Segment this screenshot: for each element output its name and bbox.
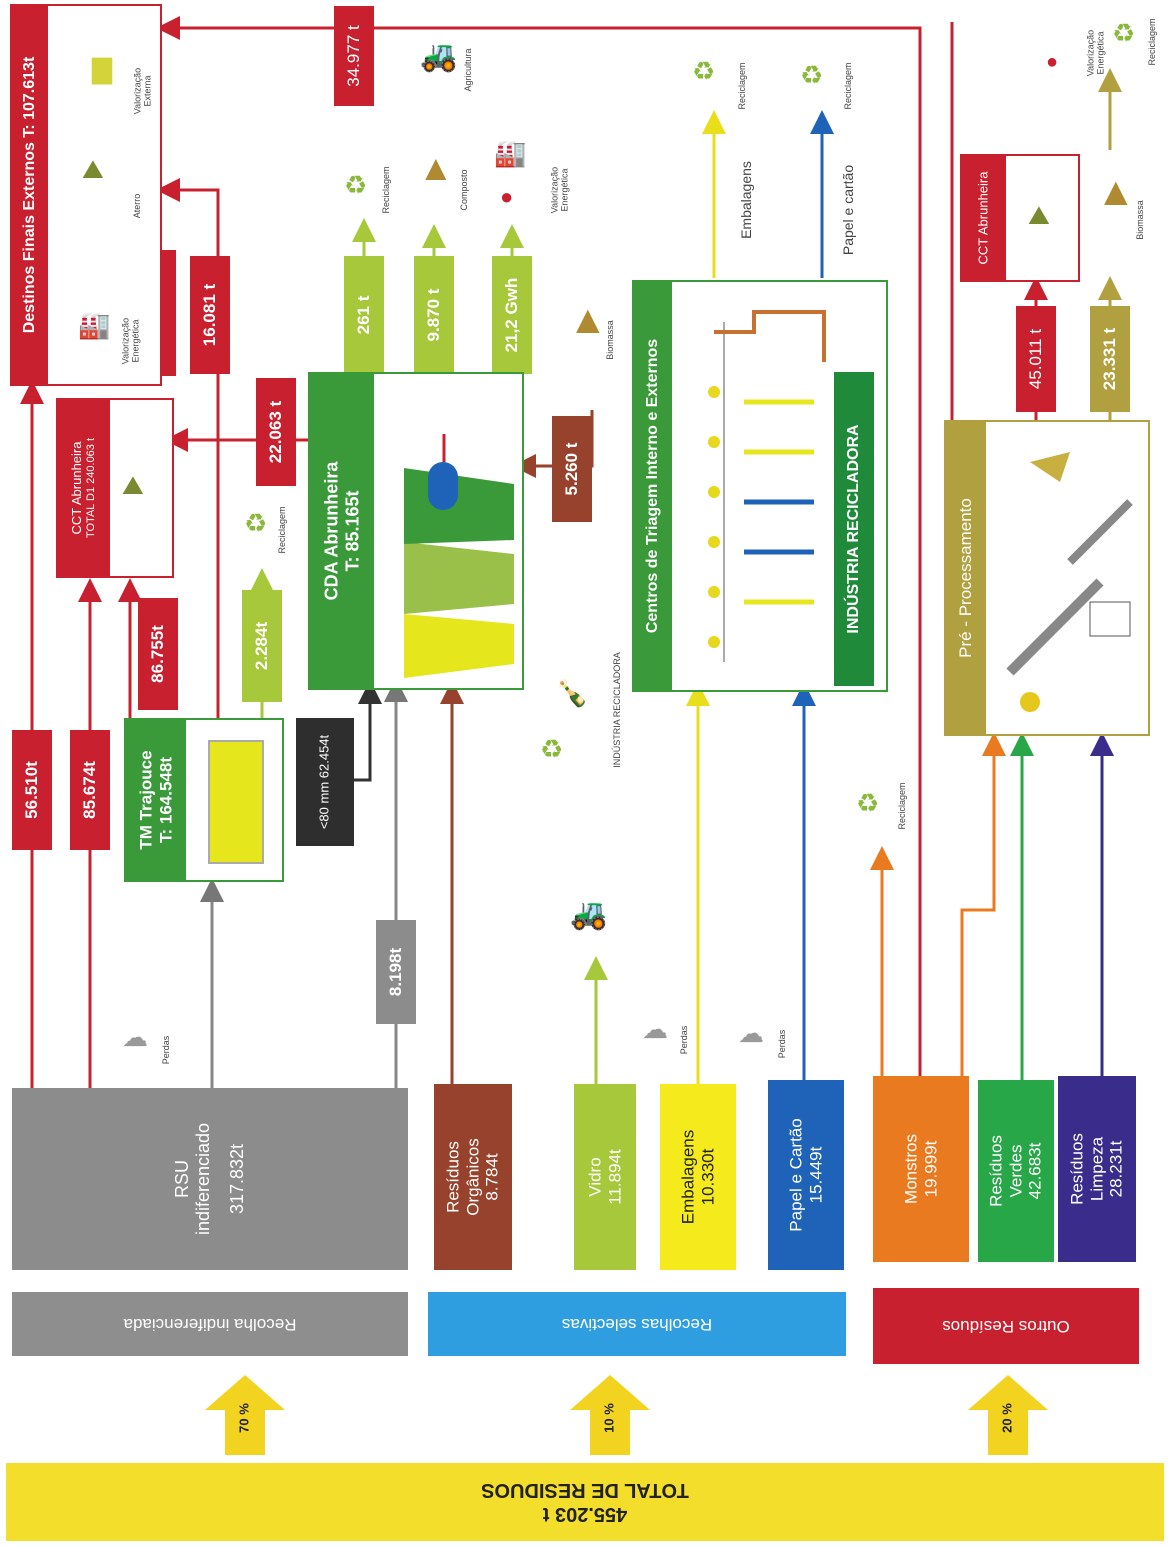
energy-badge-icon: ● [1046, 51, 1059, 73]
recycle-icon: ♻ [1112, 18, 1136, 48]
sorting-line-graphic [708, 310, 826, 662]
triagem-name: Centros de Triagem Interno e Externos [643, 338, 661, 634]
industria-recicladora-bar: INDÚSTRIA RECICLADORA [834, 372, 874, 686]
biomass-icon: ▲ [568, 298, 608, 342]
flow-22063: 22.063 t [256, 378, 296, 486]
tm-total: T: 164.548t [156, 757, 175, 843]
collection-sel: Recolhas selectivas [428, 1292, 846, 1356]
tm-name: TM Trajouce [136, 750, 156, 850]
digester-graphic [404, 434, 514, 678]
tractor-icon: 🚜 [420, 40, 458, 73]
flow-34977: 34.977 t [334, 6, 374, 106]
flow-9870: 9.870 t [414, 256, 454, 374]
recycle-icon: ♻ [540, 734, 564, 764]
recycle-icon: ♻ [800, 60, 824, 90]
flow-45011: 45.011 t [1016, 306, 1056, 412]
landfill-icon: ⛰ [82, 154, 104, 184]
power-plant-icon: 🏭 [494, 138, 527, 168]
flow-5260: 5.260 t [552, 416, 592, 522]
flow-21gwh: 21,2 Gwh [492, 256, 532, 374]
cct-abrunheira-2: CCT Abrunheira ⛰ [960, 154, 1080, 282]
flow-86755: 86.755t [138, 598, 178, 710]
destinos-finais: Destinos Finais Externos T: 107.613t ⛰ ▇… [10, 4, 162, 386]
pre-name: Pré - Processamento [956, 498, 976, 658]
bottles-icon: 🍾 [556, 678, 589, 708]
energy-valorization-icon: 🏭 [78, 310, 111, 340]
share-arrow-b [570, 1375, 650, 1455]
tm-machine [208, 740, 264, 864]
preprocessing-graphic [1006, 452, 1133, 712]
cda-abrunheira: CDA Abrunheira T: 85.165t [308, 372, 524, 690]
collection-indiff: Recolha indiferenciada [12, 1292, 408, 1356]
recycle-icon: ♻ [692, 56, 716, 86]
total-bar: 455.203 t TOTAL DE RESIDUOS [6, 1463, 1164, 1541]
share-arrow-a [205, 1375, 285, 1455]
flow-8198: 8.198t [376, 920, 416, 1024]
landfill-icon: ⛰ [122, 470, 144, 500]
destinos-title: Destinos Finais Externos T: 107.613t [20, 56, 38, 334]
cda-total: T: 85.165t [342, 490, 362, 572]
energy-badge-icon: ● [500, 184, 514, 209]
cct-name: CCT Abrunheira [69, 441, 85, 535]
compost-icon: ▲ [418, 147, 454, 188]
flow-261: 261 t [344, 256, 384, 374]
flow-2284: 2.284t [242, 590, 282, 702]
cct2-name: CCT Abrunheira [975, 171, 991, 265]
losses-icon: ☁ [738, 1018, 764, 1048]
biomass-icon: ▲ [1096, 170, 1136, 214]
cct-total: TOTAL D1 240.063 t [85, 437, 98, 539]
flow-16081: 16.081 t [190, 256, 230, 374]
recycle-icon: ♻ [856, 788, 880, 818]
flow-56510: 56.510t [12, 730, 52, 850]
flow-cda-input: <80 mm 62.454t [296, 718, 354, 846]
losses-icon: ☁ [642, 1014, 668, 1044]
pre-processamento: Pré - Processamento [944, 420, 1150, 736]
source-rsu: RSU indiferenciado 317.832t [12, 1088, 408, 1270]
cct-abrunheira: CCT Abrunheira TOTAL D1 240.063 t ⛰ [56, 398, 174, 578]
collection-outros: Outros Resíduos [873, 1288, 1139, 1364]
flow-85674: 85.674t [70, 730, 110, 850]
cda-name: CDA Abrunheira [321, 461, 342, 601]
share-arrow-c [968, 1375, 1048, 1455]
centros-triagem: Centros de Triagem Interno e Externos IN… [632, 280, 888, 692]
tm-trajouce: TM Trajouce T: 164.548t [124, 718, 284, 882]
external-valorization-icon: ▇ [92, 54, 112, 84]
landfill-icon: ⛰ [1028, 200, 1050, 230]
recycle-icon: ♻ [344, 170, 368, 200]
flow-23331: 23.331 t [1090, 306, 1130, 412]
recycle-icon: ♻ [244, 508, 268, 538]
losses-icon: ☁ [122, 1022, 148, 1052]
loader-icon: 🚜 [570, 898, 608, 931]
